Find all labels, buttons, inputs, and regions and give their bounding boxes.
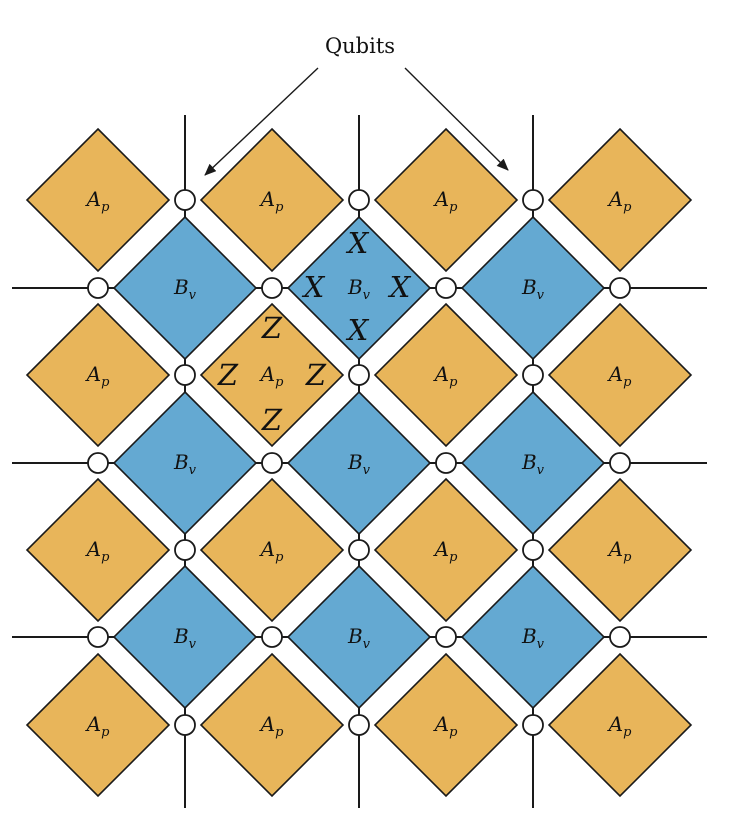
plaquette-tile xyxy=(199,477,345,623)
plaquette-tile xyxy=(199,652,345,798)
qubit xyxy=(522,714,544,736)
qubit xyxy=(522,364,544,386)
qubit xyxy=(435,626,457,648)
vertex-tile xyxy=(286,215,432,361)
x-operator: X xyxy=(302,270,326,304)
z-operator: Z xyxy=(217,358,239,392)
vertex-tile xyxy=(460,215,606,361)
qubit xyxy=(174,714,196,736)
x-operator: X xyxy=(346,226,370,260)
qubits-annotation: Qubits xyxy=(204,34,509,176)
qubit xyxy=(609,277,631,299)
qubit xyxy=(348,364,370,386)
plaquette-tile xyxy=(199,127,345,273)
plaquette-tile xyxy=(373,302,519,448)
qubit xyxy=(435,277,457,299)
qubit xyxy=(348,714,370,736)
z-operator: Z xyxy=(261,403,283,437)
plaquette-tile xyxy=(547,302,693,448)
vertex-tile xyxy=(286,390,432,536)
z-operator: Z xyxy=(305,358,327,392)
qubit xyxy=(348,539,370,561)
qubit xyxy=(348,189,370,211)
qubits xyxy=(87,189,631,736)
plaquette-tile xyxy=(199,302,345,448)
qubit xyxy=(261,277,283,299)
qubit xyxy=(522,189,544,211)
plaquette-tile xyxy=(373,477,519,623)
vertex-tile xyxy=(112,390,258,536)
plaquette-tile xyxy=(547,127,693,273)
qubit xyxy=(87,277,109,299)
plaquette-tile xyxy=(25,652,171,798)
x-operator: X xyxy=(346,313,370,347)
z-operator: Z xyxy=(261,311,283,345)
qubits-label: Qubits xyxy=(325,34,395,58)
qubit xyxy=(261,452,283,474)
vertex-tile xyxy=(112,215,258,361)
qubits-arrow-left xyxy=(204,67,319,176)
vertex-tile xyxy=(112,564,258,710)
x-operator: X xyxy=(388,270,412,304)
plaquette-tile xyxy=(25,477,171,623)
qubit xyxy=(174,539,196,561)
qubits-arrow-right xyxy=(404,67,509,171)
plaquette-tile xyxy=(373,127,519,273)
qubit xyxy=(87,626,109,648)
plaquette-tile xyxy=(25,127,171,273)
qubit xyxy=(174,189,196,211)
vertex-tile xyxy=(286,564,432,710)
qubit xyxy=(87,452,109,474)
vertex-tile xyxy=(460,564,606,710)
plaquette-tile xyxy=(25,302,171,448)
qubit xyxy=(609,452,631,474)
vertex-tile xyxy=(460,390,606,536)
qubit xyxy=(261,626,283,648)
qubit xyxy=(522,539,544,561)
qubit xyxy=(435,452,457,474)
plaquette-tile xyxy=(373,652,519,798)
plaquette-tile xyxy=(547,652,693,798)
qubit xyxy=(174,364,196,386)
qubit xyxy=(609,626,631,648)
plaquette-tile xyxy=(547,477,693,623)
